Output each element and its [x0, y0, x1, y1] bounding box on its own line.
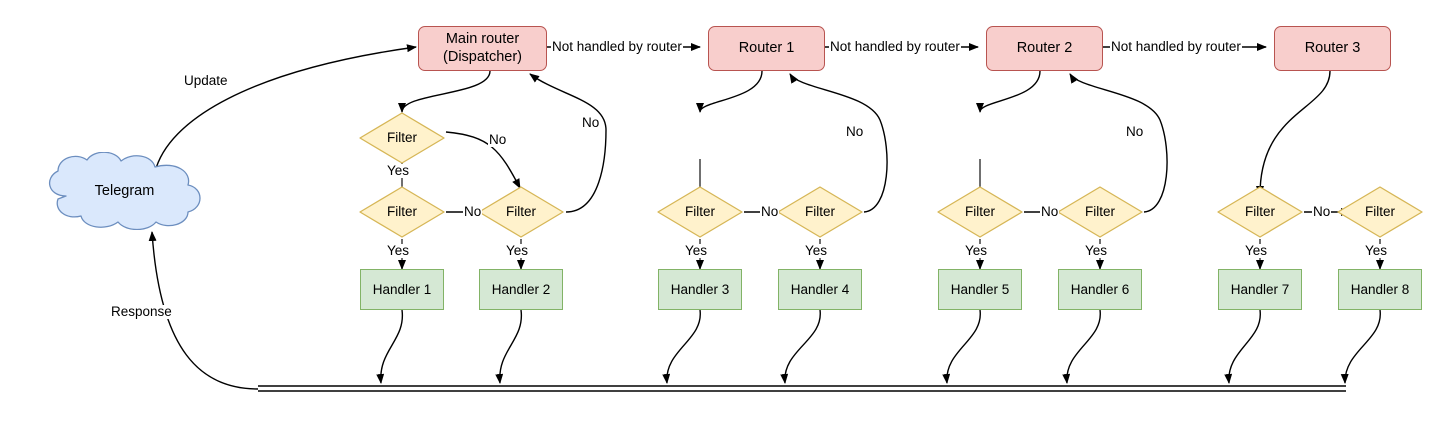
- filter-a3-label: Filter: [387, 204, 417, 220]
- node-filter-a2[interactable]: Filter: [478, 186, 564, 238]
- node-router-3[interactable]: Router 3: [1274, 26, 1391, 71]
- handler-7-label: Handler 7: [1230, 281, 1290, 297]
- edge-label-no-return-a: No: [581, 115, 601, 130]
- diamond-shape: [657, 186, 743, 238]
- node-filter-c2[interactable]: Filter: [1057, 186, 1143, 238]
- node-filter-b2[interactable]: Filter: [777, 186, 863, 238]
- edge-h2-to-bus: [495, 309, 523, 384]
- edge-h7-to-bus: [1224, 309, 1261, 384]
- handler-6-label: Handler 6: [1070, 281, 1130, 297]
- filter-d1-label: Filter: [1245, 204, 1275, 220]
- filter-b2-label: Filter: [805, 204, 835, 220]
- filter-b1-label: Filter: [685, 204, 715, 220]
- diamond-shape: [359, 186, 445, 238]
- node-router-1[interactable]: Router 1: [708, 26, 825, 71]
- edge-label-yes-b2: Yes: [804, 243, 829, 258]
- edge-label-yes-a3: Yes: [386, 243, 411, 258]
- edge-label-yes-c1: Yes: [964, 243, 989, 258]
- edge-label-no-a3: No: [463, 204, 483, 219]
- diamond-shape: [937, 186, 1023, 238]
- node-handler-6[interactable]: Handler 6: [1058, 269, 1142, 310]
- handler-4-label: Handler 4: [790, 281, 850, 297]
- edge-label-not-handled-1: Not handled by router: [551, 39, 683, 54]
- edge-h1-to-bus: [376, 309, 404, 384]
- handler-3-label: Handler 3: [670, 281, 730, 297]
- edge-label-yes-d1: Yes: [1244, 243, 1269, 258]
- node-filter-d2[interactable]: Filter: [1337, 186, 1423, 238]
- edge-label-no-b1: No: [760, 204, 780, 219]
- filter-a1-label: Filter: [387, 130, 417, 146]
- diamond-shape: [777, 186, 863, 238]
- cloud-icon: [48, 151, 201, 231]
- handler-1-label: Handler 1: [372, 281, 432, 297]
- edge-label-yes-b1: Yes: [684, 243, 709, 258]
- node-filter-a3[interactable]: Filter: [359, 186, 445, 238]
- edge-label-no-return-b: No: [845, 124, 865, 139]
- edge-h5-to-bus: [942, 309, 981, 384]
- node-router-2[interactable]: Router 2: [986, 26, 1103, 71]
- filter-d2-label: Filter: [1365, 204, 1395, 220]
- edge-h3-to-bus: [662, 309, 701, 384]
- node-handler-5[interactable]: Handler 5: [938, 269, 1022, 310]
- router-1-label: Router 1: [738, 39, 795, 56]
- node-filter-a1[interactable]: Filter: [359, 112, 445, 164]
- edge-filter-a1-no-a2: [445, 131, 521, 189]
- filter-a2-label: Filter: [506, 204, 536, 220]
- diamond-shape: [1217, 186, 1303, 238]
- node-filter-c1[interactable]: Filter: [937, 186, 1023, 238]
- edge-h4-to-bus: [780, 309, 821, 384]
- edge-label-no-c1: No: [1040, 204, 1060, 219]
- edge-label-no-d1: No: [1312, 204, 1332, 219]
- node-handler-3[interactable]: Handler 3: [658, 269, 742, 310]
- router-3-label: Router 3: [1304, 39, 1361, 56]
- edge-router3-to-filter-d1: [1256, 70, 1331, 196]
- node-filter-d1[interactable]: Filter: [1217, 186, 1303, 238]
- router-2-label: Router 2: [1016, 39, 1073, 56]
- handler-8-label: Handler 8: [1350, 281, 1410, 297]
- node-handler-4[interactable]: Handler 4: [778, 269, 862, 310]
- edge-main-to-filter-a1: [398, 70, 491, 113]
- edge-router2-to-filter-c1: [976, 70, 1041, 113]
- diamond-shape: [478, 186, 564, 238]
- handler-5-label: Handler 5: [950, 281, 1010, 297]
- edge-label-response: Response: [110, 304, 173, 319]
- edge-router1-to-filter-b1: [696, 70, 763, 113]
- telegram-label: Telegram: [94, 183, 155, 199]
- diamond-shape: [359, 112, 445, 164]
- handler-2-label: Handler 2: [491, 281, 551, 297]
- main-router-label-line1: Main router: [445, 31, 520, 48]
- node-main-router[interactable]: Main router (Dispatcher): [418, 26, 547, 71]
- edge-label-yes-d2: Yes: [1364, 243, 1389, 258]
- filter-c1-label: Filter: [965, 204, 995, 220]
- node-handler-1[interactable]: Handler 1: [360, 269, 444, 310]
- node-handler-2[interactable]: Handler 2: [479, 269, 563, 310]
- edge-label-no-return-c: No: [1125, 124, 1145, 139]
- edge-label-not-handled-3: Not handled by router: [1110, 39, 1242, 54]
- edge-label-no-a1: No: [488, 132, 508, 147]
- edge-label-yes-a2: Yes: [505, 243, 530, 258]
- edge-label-not-handled-2: Not handled by router: [829, 39, 961, 54]
- edge-label-yes-c2: Yes: [1084, 243, 1109, 258]
- node-handler-8[interactable]: Handler 8: [1338, 269, 1422, 310]
- filter-c2-label: Filter: [1085, 204, 1115, 220]
- telegram-cloud[interactable]: Telegram: [42, 151, 207, 231]
- edge-h6-to-bus: [1062, 309, 1101, 384]
- edge-label-yes-a1: Yes: [386, 163, 411, 178]
- diamond-shape: [1337, 186, 1423, 238]
- edge-h8-to-bus: [1340, 309, 1381, 384]
- node-handler-7[interactable]: Handler 7: [1218, 269, 1302, 310]
- edge-label-update: Update: [183, 73, 229, 88]
- main-router-label-line2: (Dispatcher): [443, 48, 522, 65]
- node-filter-b1[interactable]: Filter: [657, 186, 743, 238]
- diamond-shape: [1057, 186, 1143, 238]
